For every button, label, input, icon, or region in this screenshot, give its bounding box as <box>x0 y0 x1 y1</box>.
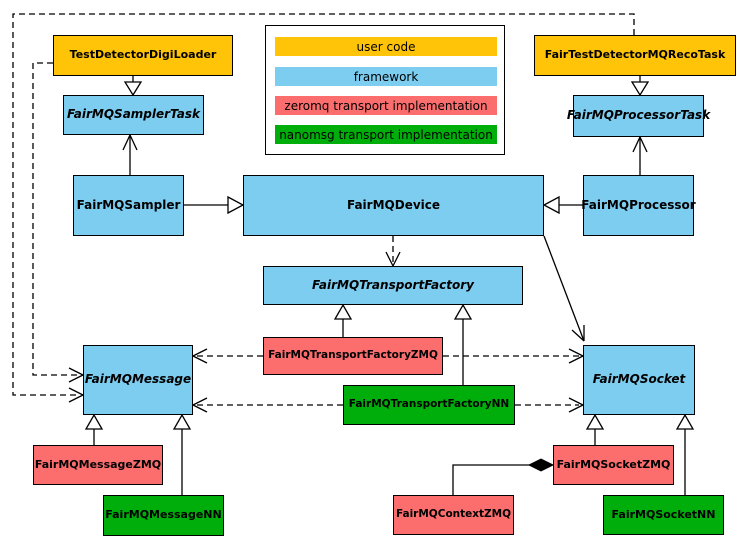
class-node-fairmqsamplertask: FairMQSamplerTask <box>63 95 204 135</box>
class-node-fairmqdevice: FairMQDevice <box>243 175 544 236</box>
class-node-fairmqtransportfactorynn: FairMQTransportFactoryNN <box>343 385 515 425</box>
dependency-edge-digiloader-message <box>32 62 84 383</box>
dependency-edge-recotask-message <box>12 13 635 403</box>
dependency-edge-tfzmq-message <box>192 348 263 364</box>
inheritance-edge-processor-device <box>542 195 583 215</box>
class-node-testdetectordigiloader: TestDetectorDigiLoader <box>53 35 233 76</box>
inheritance-edge-tfzmq-tf <box>333 303 353 337</box>
association-edge-processor-processortask <box>632 136 648 175</box>
composition-edge-contextzmq-socketzmq <box>452 458 555 495</box>
class-node-fairmqmessagezmq: FairMQMessageZMQ <box>33 445 163 485</box>
dependency-edge-device-transportfactory <box>385 236 401 267</box>
class-node-fairtestdetectormqrecotask: FairTestDetectorMQRecoTask <box>534 35 736 76</box>
association-edge-device-socket <box>543 235 585 342</box>
class-node-fairmqmessage: FairMQMessage <box>83 345 193 415</box>
class-node-fairmqsocketzmq: FairMQSocketZMQ <box>553 445 674 485</box>
association-edge-sampler-samplertask <box>122 134 138 175</box>
legend-item-framework: framework <box>275 67 497 86</box>
inheritance-edge-messagezmq-message <box>84 413 104 445</box>
inheritance-edge-tfnn-tf <box>453 303 473 385</box>
dependency-edge-tfnn-socket <box>515 397 584 413</box>
inheritance-edge-messagenn-message <box>172 413 192 495</box>
class-node-fairmqsocket: FairMQSocket <box>583 345 695 415</box>
class-node-fairmqmessagenn: FairMQMessageNN <box>103 495 224 536</box>
class-node-fairmqsampler: FairMQSampler <box>73 175 184 236</box>
dependency-edge-tfnn-message <box>192 397 343 413</box>
legend-item-nanomsg: nanomsg transport implementation <box>275 125 497 144</box>
dependency-edge-tfzmq-socket <box>443 348 584 364</box>
class-node-fairmqcontextzmq: FairMQContextZMQ <box>393 495 514 535</box>
class-node-fairmqprocessortask: FairMQProcessorTask <box>567 95 710 137</box>
legend-box: user code framework zeromq transport imp… <box>265 25 505 155</box>
inheritance-edge-digiloader-samplertask <box>123 76 143 97</box>
inheritance-edge-recotask-processortask <box>630 76 650 97</box>
legend-item-zeromq: zeromq transport implementation <box>275 96 497 115</box>
class-node-fairmqprocessor: FairMQProcessor <box>581 175 696 236</box>
class-node-fairmqtransportfactoryzmq: FairMQTransportFactoryZMQ <box>263 337 443 375</box>
class-node-fairmqtransportfactory: FairMQTransportFactory <box>263 266 523 305</box>
inheritance-edge-socketnn-socket <box>675 413 695 495</box>
class-node-fairmqsocketnn: FairMQSocketNN <box>603 495 724 535</box>
inheritance-edge-socketzmq-socket <box>585 413 605 445</box>
inheritance-edge-sampler-device <box>184 195 245 215</box>
legend-item-user-code: user code <box>275 37 497 56</box>
